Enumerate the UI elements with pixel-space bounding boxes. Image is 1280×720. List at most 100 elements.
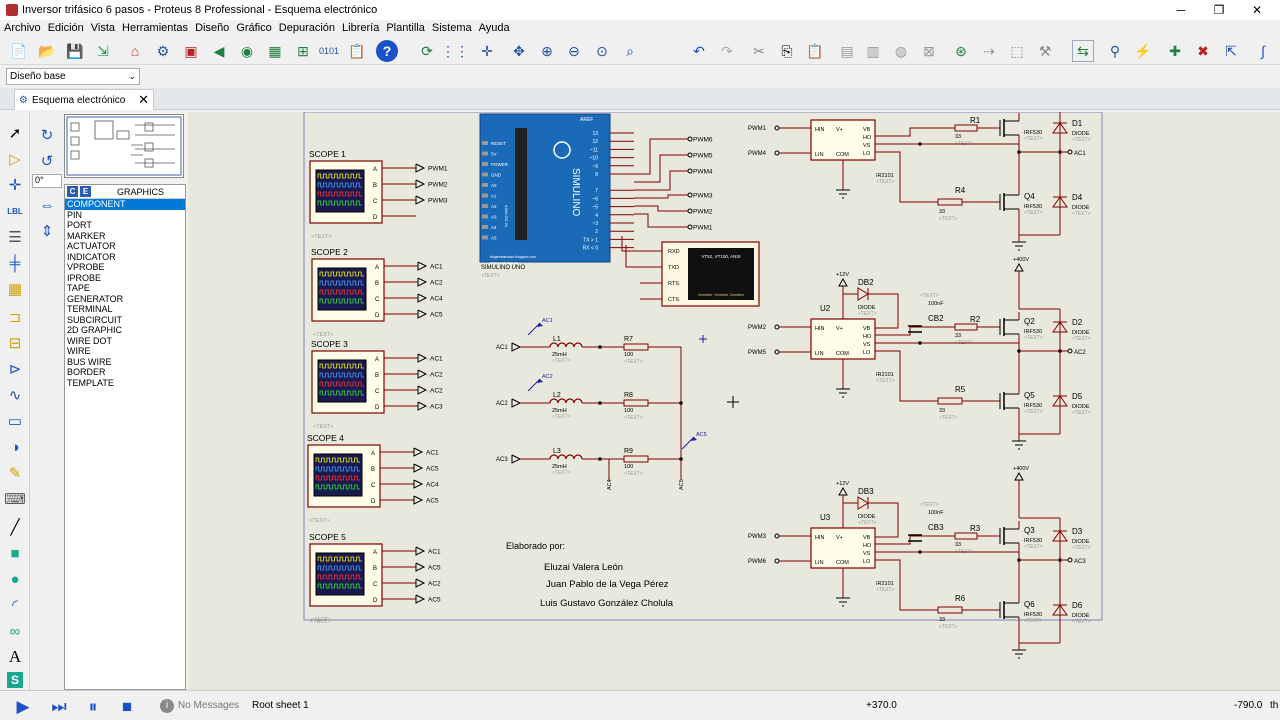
zoom-in-icon[interactable]: ⊕ — [541, 42, 553, 59]
save-icon[interactable]: 💾 — [66, 42, 84, 59]
undo-icon[interactable]: ↶ — [693, 42, 705, 59]
block-rotate-icon[interactable]: ◍ — [894, 42, 908, 59]
rotation-field[interactable]: 0° — [32, 174, 62, 188]
menu-item-0[interactable]: Archivo — [4, 22, 41, 34]
device-list-item[interactable]: GENERATOR — [67, 293, 124, 304]
schematic-icon[interactable]: ⚙ — [156, 42, 170, 59]
menu-item-8[interactable]: Plantilla — [386, 22, 425, 34]
device-list-item[interactable]: BORDER — [67, 367, 106, 377]
menu-item-3[interactable]: Herramientas — [122, 22, 189, 34]
copy-icon[interactable]: ⎘ — [781, 42, 793, 59]
device-list-item[interactable]: TERMINAL — [67, 304, 113, 314]
voltage-probe-icon[interactable]: ◑ — [10, 438, 20, 456]
open-folder-icon[interactable]: 📂 — [38, 42, 56, 59]
play-button[interactable]: ▶ — [16, 697, 30, 716]
wire-label-icon[interactable]: LBL — [7, 206, 23, 216]
menu-item-7[interactable]: Librería — [342, 22, 380, 34]
library-button[interactable]: E — [80, 186, 91, 197]
device-list-item[interactable]: SUBCIRCUIT — [67, 314, 123, 325]
remove-sheet-icon[interactable]: ✖ — [1197, 42, 1209, 59]
3d-viewer-icon[interactable]: ◉ — [240, 42, 254, 59]
paste-icon[interactable]: 📋 — [806, 42, 824, 59]
wire-autorouter-icon[interactable]: ⇆ — [1072, 40, 1094, 62]
property-assign-icon[interactable]: ⚡ — [1134, 42, 1152, 59]
junction-dot-icon[interactable]: ✛ — [8, 177, 22, 194]
search-tag-icon[interactable]: ⚲ — [1109, 42, 1121, 59]
device-list-item[interactable]: WIRE — [67, 346, 91, 356]
rotate-clockwise-icon[interactable]: ↻ — [40, 127, 54, 144]
pcb-icon[interactable]: ▣ — [184, 42, 198, 59]
pick-button[interactable]: C — [67, 186, 78, 197]
pause-button[interactable]: ⏸ — [88, 697, 98, 716]
gate-driver-ic[interactable] — [810, 119, 876, 161]
grid-icon[interactable]: ⋮⋮ — [441, 42, 469, 59]
symbol-icon[interactable]: S — [7, 672, 23, 688]
device-list-item[interactable]: 2D GRAPHIC — [67, 325, 123, 335]
maximize-button[interactable]: ❐ — [1213, 3, 1225, 17]
tape-recorder-icon[interactable]: ∿ — [8, 387, 22, 404]
device-list-item[interactable]: TEMPLATE — [67, 377, 114, 388]
close-button[interactable]: ✕ — [1251, 3, 1263, 17]
menu-item-5[interactable]: Gráfico — [236, 22, 272, 34]
device-list-item[interactable]: COMPONENT — [65, 199, 185, 210]
design-variant-select[interactable]: Diseño base ⌄ — [6, 68, 140, 85]
device-list-item[interactable]: VPROBE — [67, 262, 105, 272]
pan-icon[interactable]: ✥ — [513, 42, 525, 59]
selection-mode-icon[interactable]: ➚ — [8, 125, 22, 142]
mirror-vertical-icon[interactable]: ⇕ — [40, 223, 54, 240]
notes-icon[interactable]: 📋 — [348, 42, 366, 59]
circle-icon[interactable]: ● — [10, 570, 20, 588]
virtual-instruments-icon[interactable]: ⌨ — [4, 491, 26, 508]
refresh-icon[interactable]: ⟳ — [421, 42, 433, 59]
line-icon[interactable]: ╱ — [10, 519, 20, 536]
pick-device-icon[interactable]: ⊛ — [955, 42, 967, 59]
redo-icon[interactable]: ↷ — [721, 42, 733, 59]
text-script-icon[interactable]: ☰ — [8, 229, 22, 246]
bus-icon[interactable]: ╪ — [9, 254, 21, 272]
device-pin-icon[interactable]: ⊟ — [8, 335, 22, 352]
gerber-icon[interactable]: ▦ — [268, 42, 282, 59]
menu-item-1[interactable]: Edición — [47, 22, 84, 34]
import-icon[interactable]: ⇲ — [97, 42, 109, 59]
zoom-area-icon[interactable]: ⌕ — [626, 42, 634, 59]
packaging-icon[interactable]: ⬚ — [1010, 42, 1024, 59]
menu-item-4[interactable]: Diseño — [195, 22, 230, 34]
zoom-all-icon[interactable]: ⊙ — [596, 42, 608, 59]
path-icon[interactable]: ∞ — [9, 622, 21, 640]
bill-of-materials-icon[interactable]: ∫ — [1261, 43, 1265, 59]
device-list-item[interactable]: INDICATOR — [67, 251, 116, 262]
source-code-icon[interactable]: 0101 — [318, 46, 340, 56]
cut-icon[interactable]: ✂ — [753, 42, 765, 59]
component-mode-icon[interactable]: ▷ — [9, 151, 21, 168]
stop-button[interactable]: ■ — [121, 697, 133, 716]
menu-item-10[interactable]: Ayuda — [478, 22, 510, 34]
arc-icon[interactable]: ◜ — [12, 597, 18, 614]
home-icon[interactable]: ⌂ — [130, 43, 140, 59]
new-sheet-icon[interactable]: ✚ — [1169, 42, 1181, 59]
help-icon[interactable]: ? — [376, 40, 398, 62]
new-file-icon[interactable]: 📄 — [10, 42, 28, 59]
rotate-anticlockwise-icon[interactable]: ↺ — [40, 153, 54, 170]
device-list-item[interactable]: TAPE — [67, 283, 90, 293]
generator-icon[interactable]: ▭ — [7, 413, 23, 430]
arduino-board[interactable] — [479, 113, 611, 263]
menu-item-6[interactable]: Depuración — [278, 22, 336, 34]
menu-item-2[interactable]: Vista — [90, 22, 116, 34]
simulation-icon[interactable]: ◀ — [213, 42, 225, 59]
tab-schematic[interactable]: ⚙ Esquema electrónico ✕ — [14, 89, 154, 110]
minimize-button[interactable]: ─ — [1176, 3, 1186, 17]
device-list-item[interactable]: BUS WIRE — [67, 356, 112, 367]
origin-icon[interactable]: ✛ — [481, 42, 493, 59]
block-move-icon[interactable]: ▥ — [866, 42, 880, 59]
text-icon[interactable]: A — [8, 647, 22, 666]
decompose-icon[interactable]: ⚒ — [1038, 42, 1052, 59]
zoom-out-icon[interactable]: ⊖ — [568, 42, 580, 59]
bom-icon[interactable]: ⊞ — [297, 42, 309, 59]
box-icon[interactable]: ■ — [10, 544, 20, 562]
tab-close-icon[interactable]: ✕ — [138, 92, 149, 107]
device-list-item[interactable]: ACTUATOR — [67, 241, 116, 251]
menu-item-9[interactable]: Sistema — [431, 22, 472, 34]
step-button[interactable]: ⏭ — [51, 697, 67, 716]
